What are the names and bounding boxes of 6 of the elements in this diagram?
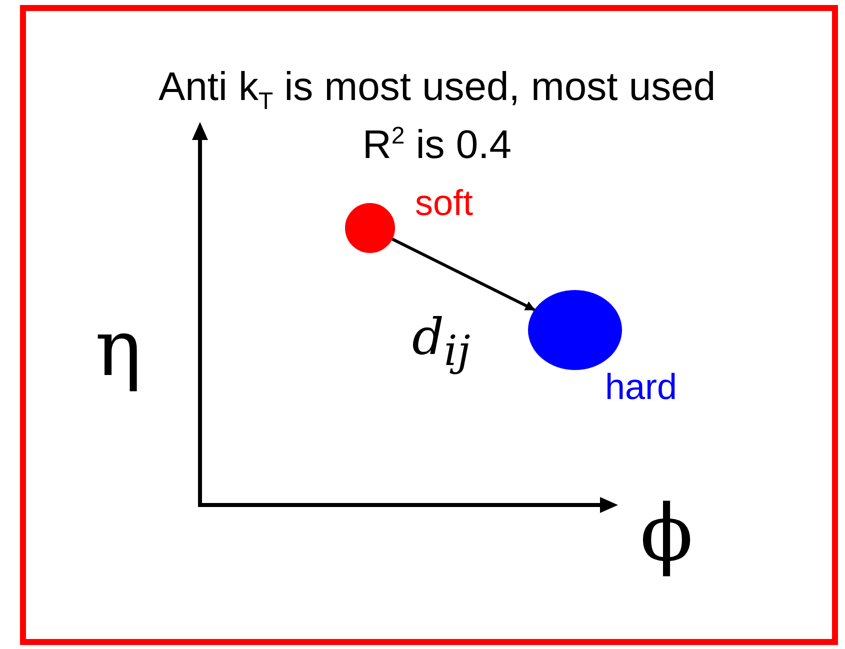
point-label: hard xyxy=(605,366,678,408)
circle-marker xyxy=(345,203,395,253)
point-label: soft xyxy=(415,182,474,224)
edge-label: d$_{ij}$ xyxy=(412,312,470,372)
title: Anti k$_{T}$ is most used, most used R$^{2}$ is 0.4 xyxy=(157,64,717,169)
arrow xyxy=(392,238,536,312)
